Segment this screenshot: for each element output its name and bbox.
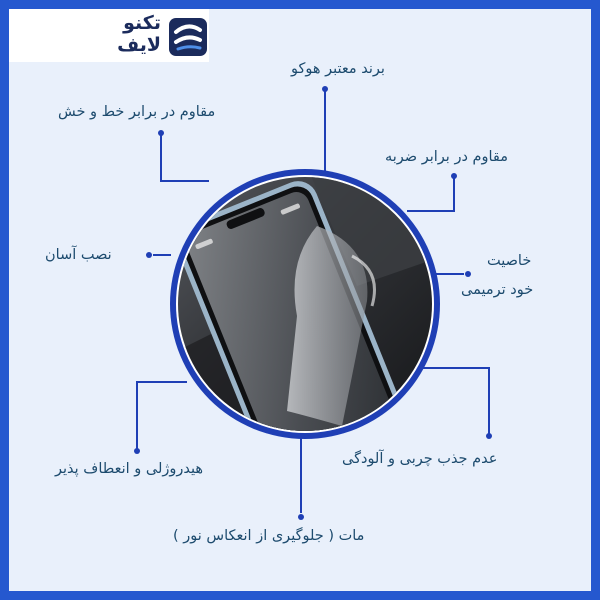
feature-self-heal-line2: خود ترمیمی	[461, 282, 534, 298]
feature-matte-anti-glare: مات ( جلوگیری از انعکاس نور )	[173, 528, 365, 544]
connector-lines	[134, 86, 492, 520]
feature-brand: برند معتبر هوکو	[291, 61, 385, 77]
feature-impact-resistant: مقاوم در برابر ضربه	[385, 149, 509, 165]
connector-impact	[407, 176, 455, 212]
brand-logo: تکنو لایف	[9, 9, 209, 62]
connector-scratch	[160, 133, 209, 182]
feature-self-heal-line1: خاصیت	[487, 253, 532, 269]
feature-scratch-resistant: مقاوم در برابر خط و خش	[58, 104, 216, 120]
protector-film	[287, 226, 368, 426]
product-image-circle	[170, 169, 440, 439]
feature-anti-grease: عدم جذب چربی و آلودگی	[342, 451, 498, 467]
brand-name-line1: تکنو	[123, 12, 161, 34]
connector-hydrogel	[136, 381, 187, 451]
technolife-logo-icon	[169, 18, 207, 56]
infographic-panel: تکنو لایف	[9, 9, 591, 591]
feature-hydrogel-flexible: هیدروژلی و انعطاف پذیر	[55, 461, 204, 477]
brand-name-line2: لایف	[117, 34, 161, 56]
connector-grease	[417, 367, 490, 436]
brand-name: تکنو لایف	[41, 12, 161, 56]
feature-easy-install: نصب آسان	[45, 247, 112, 263]
